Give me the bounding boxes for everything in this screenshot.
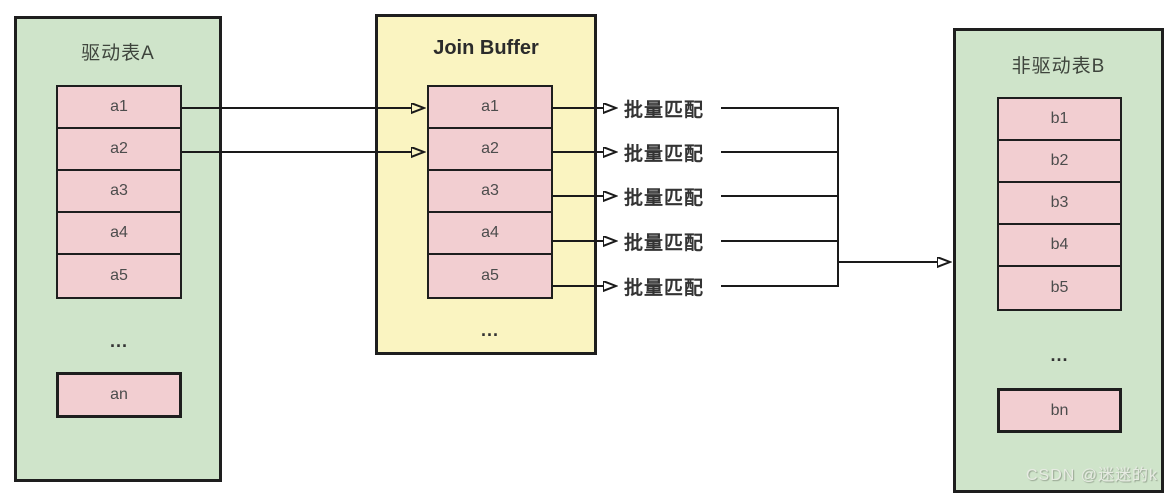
driving-table-a-rows: a1 a2 a3 a4 a5 [56,85,182,299]
table-b-row: b5 [999,267,1120,309]
table-b-row: b4 [999,225,1120,267]
batch-match-label: 批量匹配 [624,277,705,299]
table-b-row: b2 [999,141,1120,183]
non-driving-table-b-title: 非驱动表B [1011,56,1106,77]
join-buffer-row: a1 [429,87,551,129]
non-driving-table-b-rows: b1 b2 b3 b4 b5 [997,97,1122,311]
table-b-row-bn: bn [997,388,1122,433]
table-b-row: b1 [999,99,1120,141]
join-buffer-row: a3 [429,171,551,213]
table-b-row: b3 [999,183,1120,225]
join-buffer-ellipsis: ... [480,320,499,340]
batch-match-label: 批量匹配 [624,232,705,254]
join-buffer-rows: a1 a2 a3 a4 a5 [427,85,553,299]
join-buffer-row: a5 [429,255,551,297]
batch-match-label: 批量匹配 [624,143,705,165]
join-buffer-row: a2 [429,129,551,171]
batch-match-label: 批量匹配 [624,187,705,209]
batch-match-label: 批量匹配 [624,99,705,121]
table-b-ellipsis: ... [1050,345,1069,365]
table-a-row: a5 [58,255,180,297]
join-buffer-title: Join Buffer [433,37,539,59]
table-a-ellipsis: ... [109,331,128,351]
table-a-row: a1 [58,87,180,129]
join-buffer-row: a4 [429,213,551,255]
driving-table-a-title: 驱动表A [81,43,155,64]
csdn-watermark: CSDN @迷迷的k [1025,467,1158,484]
table-a-row: a4 [58,213,180,255]
table-a-row: a2 [58,129,180,171]
table-a-row-an: an [56,372,182,418]
table-a-row: a3 [58,171,180,213]
